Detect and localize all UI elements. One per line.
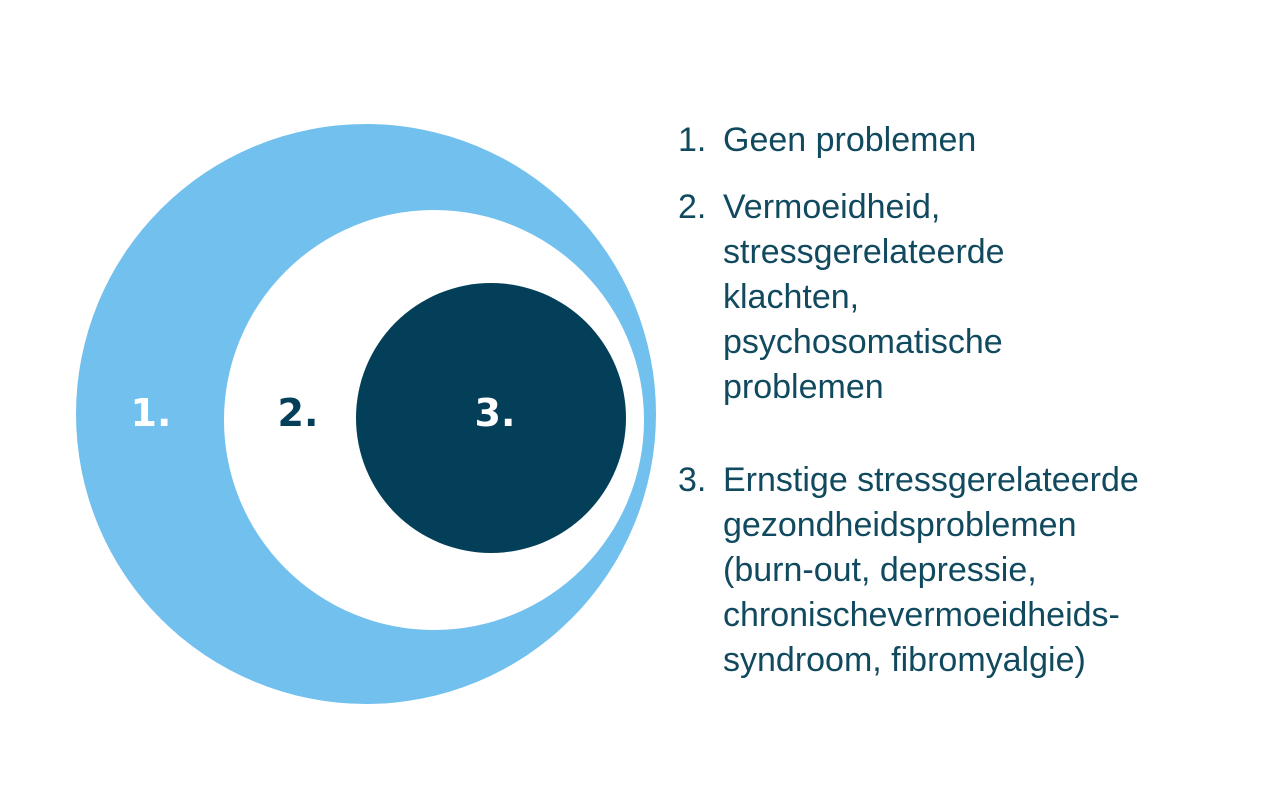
inner-circle-level-3 xyxy=(356,283,626,553)
legend-line: syndroom, fibromyalgie) xyxy=(723,641,1086,679)
ring-label-1: 1. xyxy=(130,391,172,435)
legend-line: (burn-out, depressie, xyxy=(723,551,1037,589)
legend-line: stressgerelateerde xyxy=(723,233,1005,271)
legend-line: problemen xyxy=(723,368,884,406)
legend-line: psychosomatische xyxy=(723,323,1003,361)
legend-line: chronischevermoeidheids- xyxy=(723,596,1120,634)
legend-text: Vermoeidheid, stressgerelateerde klachte… xyxy=(723,185,1268,410)
legend-line: gezondheidsproblemen xyxy=(723,506,1077,544)
legend-text: Geen problemen xyxy=(723,118,1268,163)
legend-number: 1. xyxy=(678,121,707,159)
legend: 1. Geen problemen 2. Vermoeidheid, stres… xyxy=(678,118,1268,683)
legend-line: klachten, xyxy=(723,278,860,316)
legend-item-1: 1. Geen problemen xyxy=(678,118,1268,163)
legend-line: Geen problemen xyxy=(723,121,977,159)
legend-text: Ernstige stressgerelateerde gezondheidsp… xyxy=(723,458,1268,683)
legend-line: Ernstige stressgerelateerde xyxy=(723,461,1139,499)
legend-number: 3. xyxy=(678,461,707,499)
legend-number: 2. xyxy=(678,188,707,226)
ring-label-3: 3. xyxy=(474,391,516,435)
ring-label-2: 2. xyxy=(277,391,319,435)
legend-item-3: 3. Ernstige stressgerelateerde gezondhei… xyxy=(678,458,1268,683)
legend-item-2: 2. Vermoeidheid, stressgerelateerde klac… xyxy=(678,185,1268,410)
legend-line: Vermoeidheid, xyxy=(723,188,941,226)
